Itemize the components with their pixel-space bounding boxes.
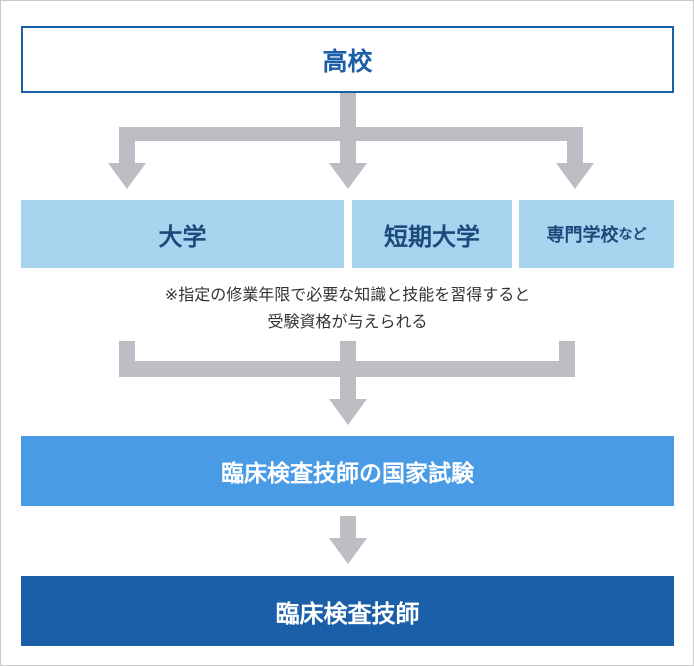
national-exam-box: 臨床検査技師の国家試験: [21, 436, 674, 506]
path-daigaku-label: 大学: [158, 222, 207, 251]
arrowhead-to-tanki-daigaku: [329, 163, 367, 189]
connector-drop-middle: [340, 127, 356, 165]
arrowhead-to-final: [329, 538, 367, 564]
connector-trunk-bottom: [340, 361, 356, 401]
path-senmon-gakko-suffix: など: [618, 227, 647, 243]
path-daigaku-box: 大学: [21, 200, 344, 268]
path-tanki-daigaku-label: 短期大学: [384, 222, 480, 251]
connector-drop-right: [567, 127, 583, 165]
qualification-note-line2: 受験資格が与えられる: [267, 312, 428, 331]
connector-trunk-top: [340, 93, 356, 133]
connector-exam-final: [340, 516, 356, 540]
arrowhead-to-exam: [329, 399, 367, 425]
path-senmon-gakko-label: 専門学校: [546, 225, 619, 246]
path-senmon-gakko-box: 専門学校など: [519, 200, 674, 268]
connector-drop-left: [119, 127, 135, 165]
high-school-box: 高校: [21, 26, 674, 93]
path-tanki-daigaku-box: 短期大学: [352, 200, 512, 268]
qualification-note: ※指定の修業年限で必要な知識と技能を習得すると 受験資格が与えられる: [21, 281, 674, 335]
clinical-lab-technologist-box: 臨床検査技師: [21, 576, 674, 646]
arrowhead-to-daigaku: [108, 163, 146, 189]
national-exam-label: 臨床検査技師の国家試験: [221, 461, 474, 487]
high-school-label: 高校: [322, 46, 373, 76]
clinical-lab-technologist-label: 臨床検査技師: [275, 599, 420, 628]
qualification-note-line1: ※指定の修業年限で必要な知識と技能を習得すると: [164, 285, 531, 304]
arrowhead-to-senmon-gakko: [556, 163, 594, 189]
